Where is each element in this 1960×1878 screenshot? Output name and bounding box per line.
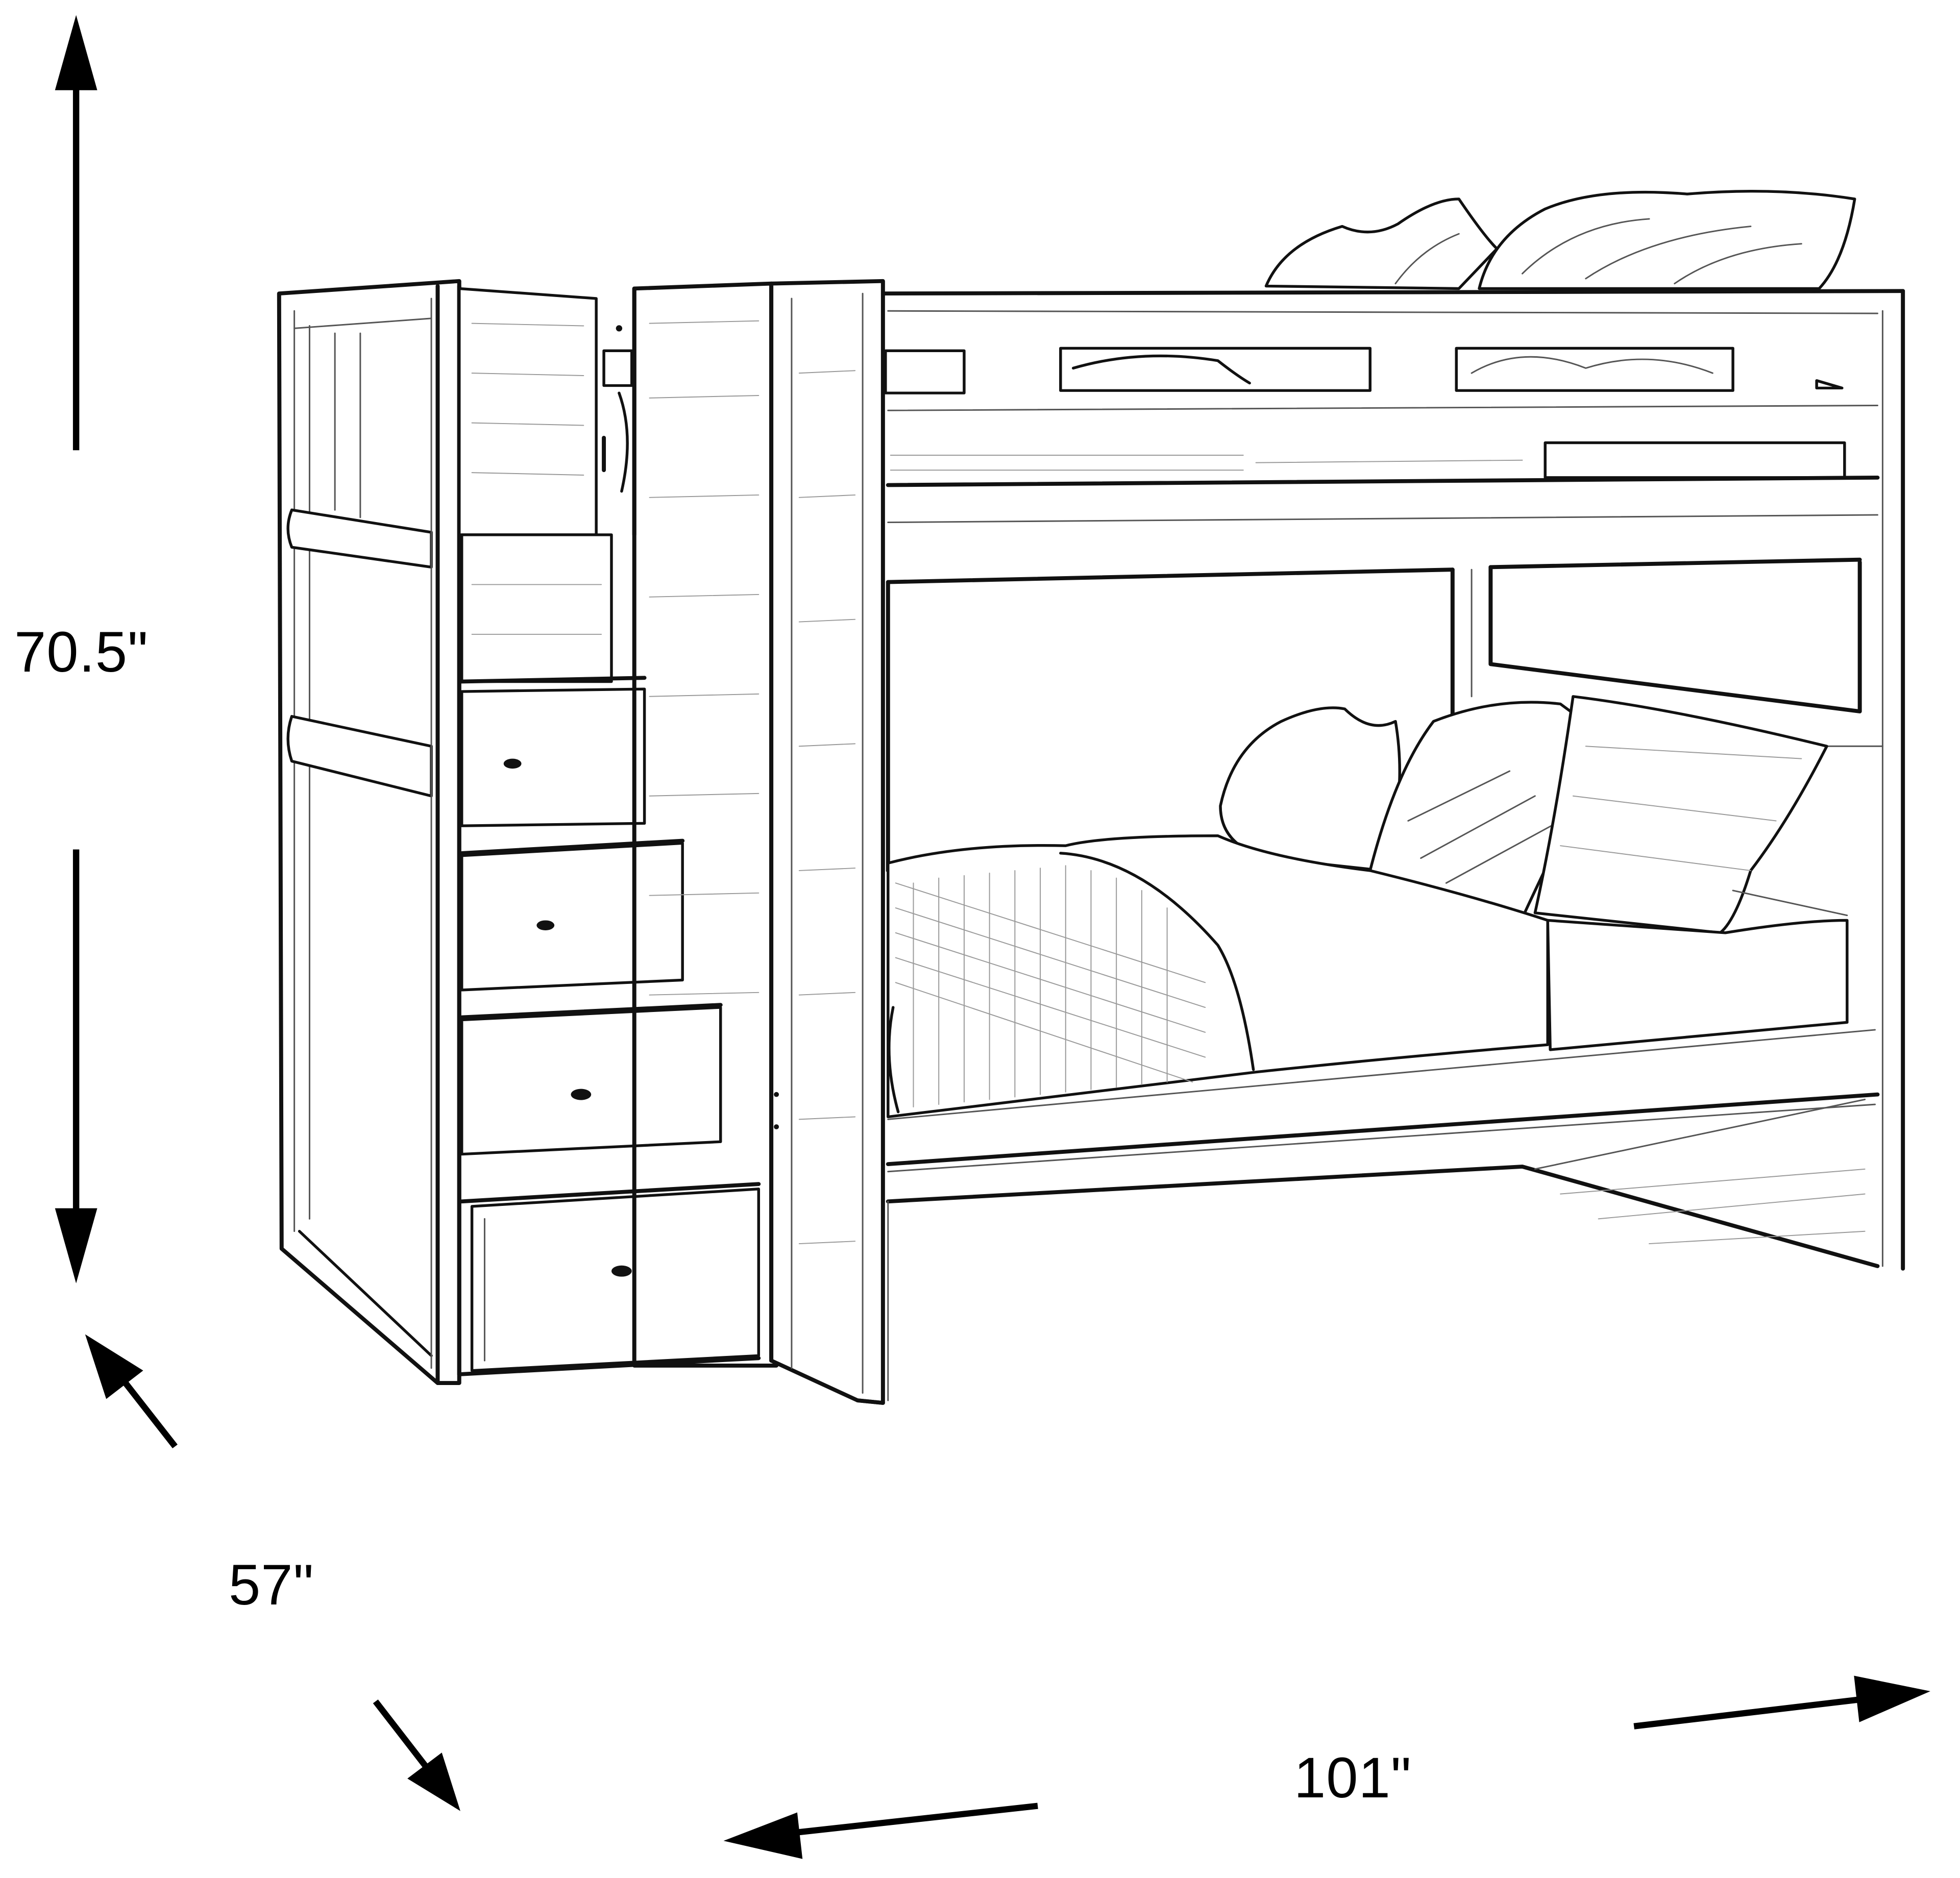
- height-arrow: [55, 15, 97, 1283]
- stair-unit: [277, 279, 761, 1385]
- rear-headboard: [886, 560, 1883, 873]
- depth-arrow: [85, 1334, 460, 1811]
- width-dimension-label: 101": [1294, 1746, 1412, 1810]
- drawer-knob-icon[interactable]: [571, 1089, 592, 1100]
- drawer-knob-icon[interactable]: [503, 758, 522, 769]
- depth-dimension-label: 57": [229, 1553, 314, 1617]
- width-arrow: [723, 1675, 1930, 1859]
- drawer-knob-icon[interactable]: [611, 1265, 632, 1277]
- bottom-bunk: [886, 695, 1880, 1401]
- top-bunk: [880, 190, 1905, 1271]
- drawer-knob-icon[interactable]: [536, 920, 555, 930]
- front-leg-foot: [855, 1398, 885, 1405]
- height-dimension-label: 70.5": [14, 620, 149, 684]
